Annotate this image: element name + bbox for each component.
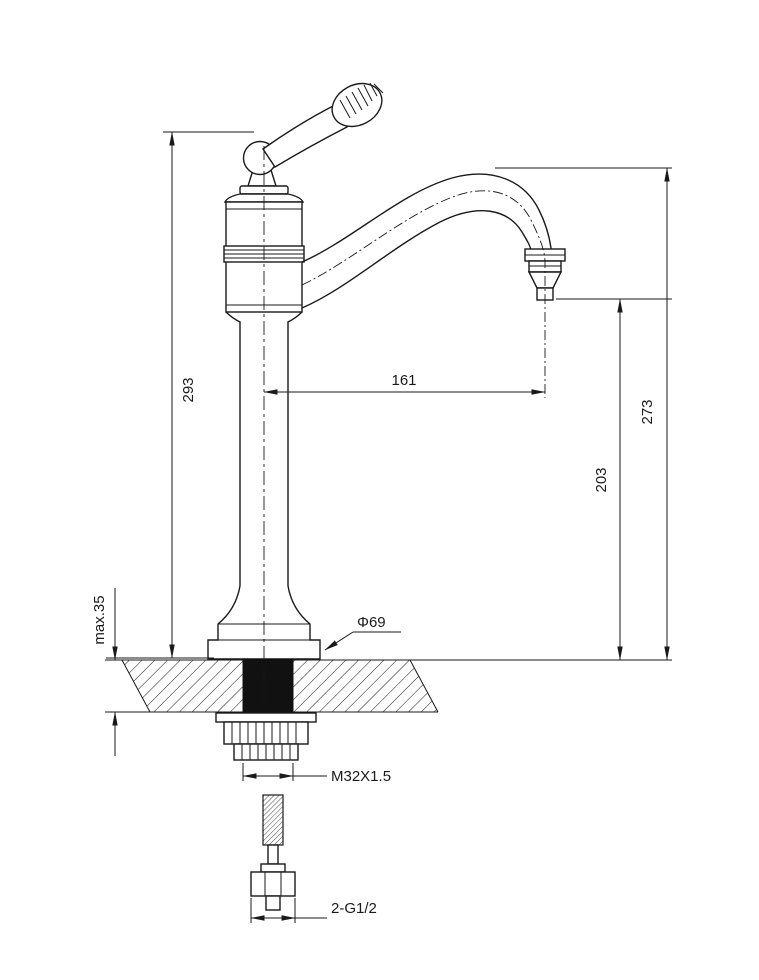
mounting-hardware [215,658,317,761]
nut-lower-knurling [241,744,291,760]
threaded-rod [262,794,284,846]
spout-centerline [301,190,546,398]
centerlines [263,146,546,700]
leader-arrow-base-diameter [324,631,354,651]
nut-knurling [231,722,297,744]
handle-lever [262,82,384,168]
connector-neck [267,844,279,865]
countertop-section [105,659,672,713]
spout-bottom-curve [301,210,532,309]
counter-break-right [409,659,439,713]
faucet-body [207,82,384,660]
dim-label-spout-reach: 161 [391,372,416,389]
threaded-shank [242,658,294,714]
washer [215,712,317,723]
lever-arm [262,104,348,168]
inlet-connector [250,794,296,911]
lever-knob [331,82,383,128]
connector-collar [260,863,286,873]
dim-label-base-diameter: Φ69 [357,614,386,631]
counter-hatch-left [122,660,243,712]
dim-label-spout-height: 273 [639,399,656,424]
counter-break-left [121,659,151,713]
counter-hatch-right [293,660,438,712]
mounting-nut [223,721,309,745]
dim-label-inlet-connection: 2-G1/2 [331,900,377,917]
dim-label-mounting-thread: M32X1.5 [331,768,391,785]
connector-stub [265,895,281,911]
dimensions: 293 max.35 161 203 273 Φ69 M32X1.5 2-G1/… [91,131,672,923]
dim-label-outlet-height: 203 [593,467,610,492]
lever-knob-hatching [339,82,384,119]
hex-fitting [250,871,296,897]
spout-top-curve [301,173,552,263]
dim-label-total-height: 293 [180,377,197,402]
dim-label-max-deck: max.35 [91,595,108,644]
